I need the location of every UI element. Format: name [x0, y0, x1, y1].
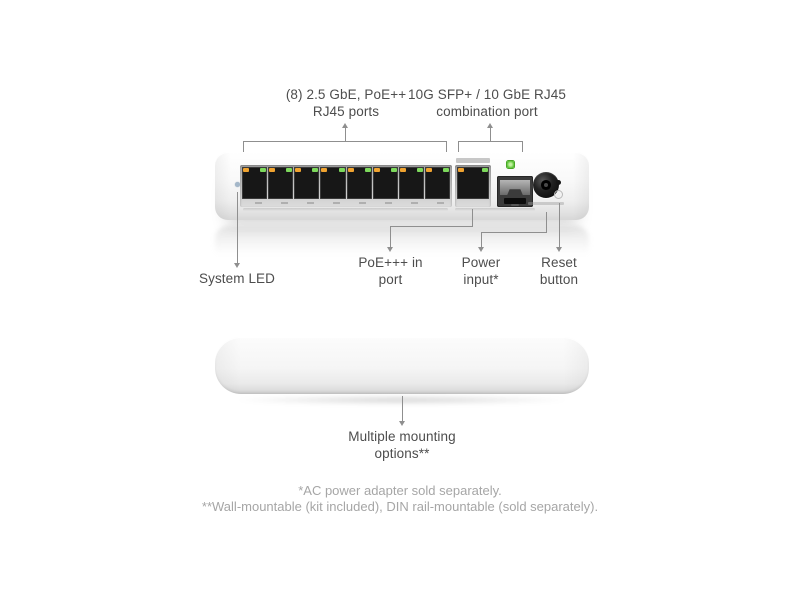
poe-led-orange-icon — [425, 168, 432, 172]
link-led-green-icon — [338, 168, 345, 172]
poe-led-orange-icon — [399, 168, 406, 172]
poe-led-orange-icon — [243, 168, 249, 172]
callout-poe-arrow — [387, 247, 393, 252]
system-led-indicator — [235, 182, 240, 187]
vent-groove-right — [455, 208, 535, 211]
rj45-port-2 — [268, 167, 294, 199]
reset-label-line1: Reset — [541, 255, 577, 270]
power-label-line1: Power — [461, 255, 501, 270]
poe-led-orange-icon — [458, 168, 464, 172]
switch-front-reflection — [215, 226, 589, 260]
rj45-port-4 — [320, 167, 346, 199]
switch-back-view — [215, 337, 589, 394]
callout-power-line-v1 — [546, 212, 547, 232]
callout-power-line-h — [481, 232, 547, 233]
bracket-combo-stem — [490, 128, 491, 141]
bracket-combo-arrow — [487, 123, 493, 128]
poe-led-orange-icon — [321, 168, 328, 172]
port-number-markings — [246, 202, 446, 204]
rj45-port-5 — [346, 167, 372, 199]
sfp-plus-port — [497, 176, 533, 207]
link-led-green-icon — [482, 168, 488, 172]
callout-combo-port-label: 10G SFP+ / 10 GbE RJ45 combination port — [377, 86, 597, 120]
link-led-green-icon — [312, 168, 319, 172]
vent-groove-left — [243, 208, 448, 211]
poe-label-line2: port — [378, 272, 403, 287]
callout-rj45-ports-label: (8) 2.5 GbE, PoE++ RJ45 ports — [226, 86, 466, 120]
footnote-mounting: **Wall-mountable (kit included), DIN rai… — [201, 499, 599, 514]
rj45-port-6 — [372, 167, 398, 199]
bracket-combo-bar — [458, 141, 523, 142]
callout-mounting-arrow — [399, 421, 405, 426]
callout-reset-label: Reset button — [509, 254, 609, 288]
poe-led-orange-icon — [269, 168, 276, 172]
combo-rj45-port — [455, 165, 491, 207]
poe-label-line1: PoE+++ in — [358, 255, 423, 270]
system-led-label-text: System LED — [198, 271, 276, 286]
callout-reset-line — [559, 203, 560, 248]
reset-pinhole — [556, 180, 561, 185]
bracket-ports-right-leg — [446, 141, 447, 155]
power-spec-text-strip — [528, 202, 564, 205]
bracket-ports-left-leg — [243, 141, 244, 155]
sfp-cage-opening — [500, 180, 530, 195]
link-led-green-icon — [364, 168, 371, 172]
callout-combo-port-line2: combination port — [436, 104, 538, 119]
sfp-latch-tab — [511, 204, 519, 206]
bracket-combo-right-leg — [522, 141, 523, 155]
link-led-green-icon — [260, 168, 267, 172]
bracket-ports-arrow — [342, 123, 348, 128]
callout-system-led-label: System LED — [162, 270, 312, 287]
callout-power-arrow — [478, 247, 484, 252]
callout-mounting-label: Multiple mounting options** — [322, 428, 482, 462]
callout-rj45-ports-line2: RJ45 ports — [312, 104, 380, 119]
callout-reset-arrow — [556, 247, 562, 252]
power-label-line2: input* — [463, 272, 499, 287]
rj45-port-3 — [294, 167, 320, 199]
callout-poe-line-h — [390, 226, 473, 227]
link-led-green-icon — [443, 168, 449, 172]
callout-poe-line-v2 — [390, 226, 391, 248]
poe-led-orange-icon — [373, 168, 380, 172]
combo-port-label-strip — [456, 158, 490, 163]
callout-rj45-ports-line1: (8) 2.5 GbE, PoE++ — [285, 87, 407, 102]
poe-led-orange-icon — [295, 168, 302, 172]
rj45-port-block — [240, 165, 452, 207]
poe-led-orange-icon — [347, 168, 354, 172]
callout-system-led-arrow — [234, 263, 240, 268]
mounting-label-line2: options** — [374, 446, 430, 461]
sfp-status-led — [507, 161, 514, 168]
combo-rj45-jack — [457, 167, 489, 199]
rj45-port-row — [242, 167, 450, 199]
bracket-combo-left-leg — [458, 141, 459, 155]
callout-power-line-v2 — [481, 232, 482, 248]
callout-system-led-line — [237, 192, 238, 264]
rj45-port-8 — [424, 167, 450, 199]
link-led-green-icon — [390, 168, 397, 172]
rj45-port-7 — [398, 167, 424, 199]
bracket-ports-stem — [345, 128, 346, 141]
switch-front-view — [215, 152, 589, 220]
link-led-green-icon — [416, 168, 423, 172]
link-led-green-icon — [286, 168, 293, 172]
mounting-label-line1: Multiple mounting — [348, 429, 456, 444]
reset-label-line2: button — [539, 272, 579, 287]
callout-combo-port-line1: 10G SFP+ / 10 GbE RJ45 — [408, 87, 566, 102]
callout-poe-label: PoE+++ in port — [340, 254, 441, 288]
footnote-power-adapter: *AC power adapter sold separately. — [298, 483, 502, 498]
callout-poe-line-v1 — [472, 209, 473, 227]
callout-mounting-line — [402, 396, 403, 422]
rj45-port-1 — [242, 167, 268, 199]
callout-power-label: Power input* — [431, 254, 531, 288]
dc-power-pin — [544, 183, 548, 187]
sfp-latch — [504, 198, 526, 204]
bracket-ports-bar — [243, 141, 447, 142]
reset-icon — [554, 190, 563, 199]
